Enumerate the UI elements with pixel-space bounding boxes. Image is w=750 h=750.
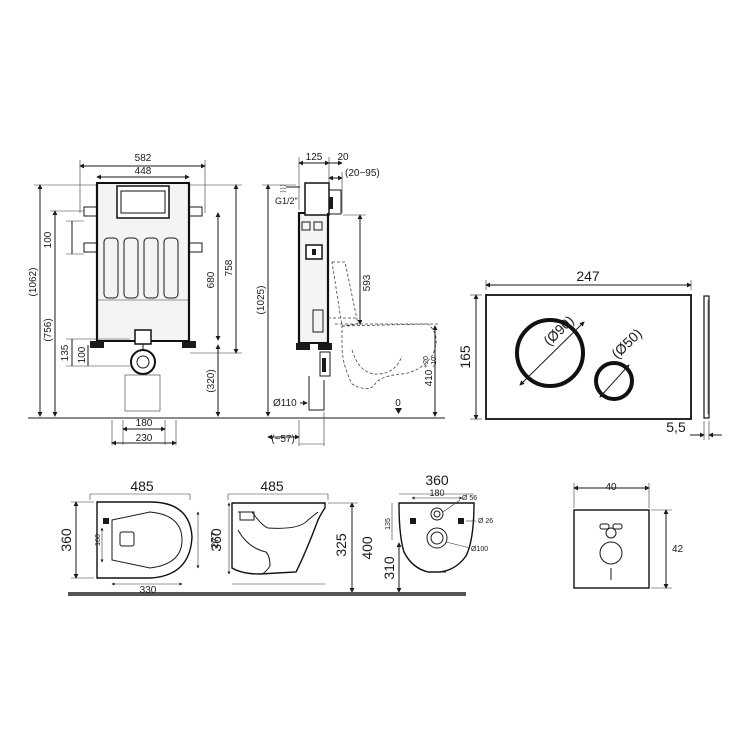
dim-20: 20 [337,152,349,163]
dim-180: 180 [136,418,153,429]
dim-180-back: 180 [429,488,444,498]
dim-320: (320) [206,369,217,392]
dim-d56: Ø 56 [462,495,477,502]
dim-100-bottom: 100 [77,346,88,363]
dim-410-tol-plus: +20 [423,356,430,368]
dim-230: 230 [136,433,153,444]
dim-758: 758 [224,259,235,276]
dim-20-95: (20~95) [345,168,380,179]
dim-360-back: 360 [425,472,449,488]
dim-42: 42 [672,544,684,555]
dim-5-5: 5,5 [666,419,686,435]
toilet-side-view: 485 360 325 400 [208,478,375,593]
dim-310: 310 [381,556,397,580]
dim-1062: (1062) [28,268,39,297]
frame-side-view: 125 20 (20~95) G1/2" (1025) 593 410 +20 … [256,152,440,446]
dim-582: 582 [135,153,152,164]
dim-d110: Ø110 [273,398,297,409]
dim-400: 400 [359,536,375,560]
toilet-back-view: 360 180 Ø 56 Ø 26 135 Ø100 310 [381,472,493,593]
dim-247: 247 [576,268,600,284]
dim-448: 448 [135,166,152,177]
dim-756: (756) [43,318,54,341]
dim-325: 325 [333,533,349,557]
dim-d26: Ø 26 [478,518,493,525]
sound-insulation-pad: 40 42 [573,482,684,589]
dim-277: 277 [210,531,221,548]
dim-165: 165 [457,345,473,369]
dim-160: 160 [95,534,102,546]
label-zero: 0 [395,398,401,409]
dim-135: 135 [60,344,71,361]
dim-1025: (1025) [256,286,267,315]
dim-125: 125 [306,152,323,163]
dim-410: 410 [424,369,435,386]
flush-button-plate: 247 165 (Ø90) (Ø50) 5,5 [457,268,722,440]
dim-57: (~57) [271,434,295,445]
dim-360-top: 360 [58,528,74,552]
dim-680: 680 [206,271,217,288]
dim-485-side: 485 [260,478,284,494]
dim-330: 330 [140,585,157,596]
dim-135-back: 135 [385,518,392,530]
dim-d100-back: Ø100 [471,546,488,553]
dim-410-tol-minus: -10 [431,357,438,367]
dim-593: 593 [362,274,373,291]
dim-360-side: 360 [208,528,224,552]
toilet-top-view: 485 360 160 277 330 [58,478,221,596]
dim-485-top: 485 [130,478,154,494]
dim-40: 40 [605,482,617,493]
dim-100-top: 100 [43,231,54,248]
label-g-thread: G1/2" [275,196,298,206]
frame-front-view: 582 448 (1062) (756) 100 135 100 680 758… [28,153,242,446]
